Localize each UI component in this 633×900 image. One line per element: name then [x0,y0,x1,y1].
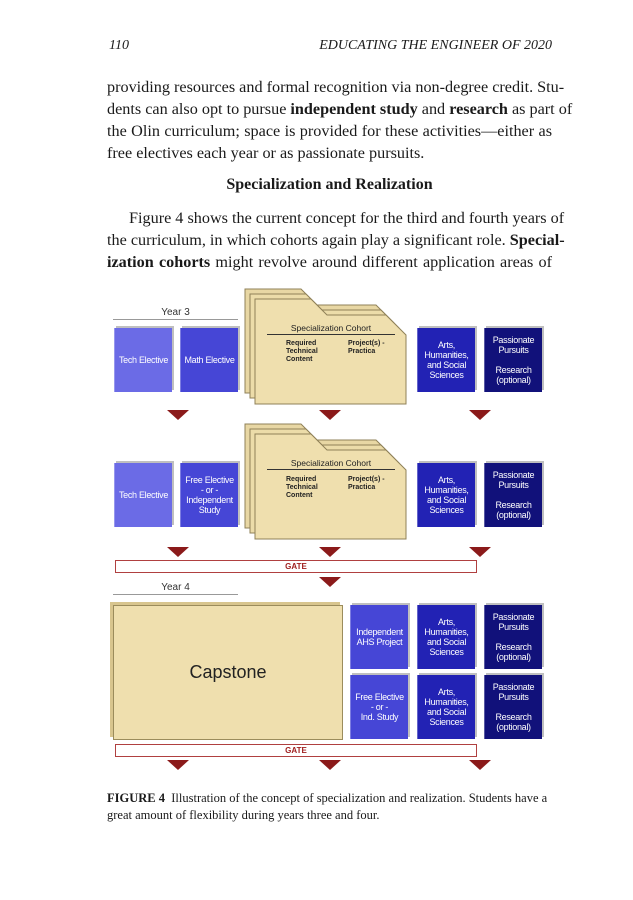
text-run: providing resources and formal recogniti… [107,78,565,96]
down-arrow-icon [469,547,491,557]
text-line: ization cohorts might revolve around dif… [107,251,552,273]
down-arrow-icon [469,760,491,770]
cohort-title: Specialization Cohort [267,323,395,335]
text-line: dents can also opt to pursue independent… [107,98,572,120]
bold-term: research [449,100,508,118]
down-arrow-icon [319,547,341,557]
arts-humanities-box: Arts, Humanities, and Social Sciences [417,463,475,527]
tech-elective-box: Tech Elective [114,328,172,392]
text-line: the Olin curriculum; space is provided f… [107,120,552,142]
passionate-pursuits-box: Passionate Pursuits Research (optional) [484,463,542,527]
down-arrow-icon [319,577,341,587]
capstone-box: Capstone [113,605,343,740]
passionate-pursuits-box: Passionate Pursuits Research (optional) [484,328,542,392]
arts-humanities-box: Arts, Humanities, and Social Sciences [417,675,475,739]
free-elective-box: Free Elective - or - Independent Study [180,463,238,527]
text-run: the Olin curriculum; space is provided f… [107,122,552,140]
text-run: might revolve around different applicati… [210,253,552,271]
cohort-folder-icon [244,423,407,540]
ahs-project-box: Independent AHS Project [350,605,408,669]
down-arrow-icon [469,410,491,420]
page-number: 110 [109,38,129,53]
text-line: providing resources and formal recogniti… [107,76,564,98]
bold-term: Special- [509,231,565,249]
gate-bar: GATE [115,744,477,757]
caption-text: Illustration of the concept of specializ… [165,791,548,805]
section-heading: Specialization and Realization [226,176,433,193]
text-line: free electives each year or as passionat… [107,142,552,164]
running-title: EDUCATING THE ENGINEER OF 2020 [319,38,552,53]
figure-label: FIGURE 4 [107,791,165,805]
text-line: the curriculum, in which cohorts again p… [107,229,565,251]
text-run: as part of [507,100,573,118]
figure-caption-line1: FIGURE 4 Illustration of the concept of … [107,790,552,807]
year3-label: Year 3 [113,307,238,320]
passionate-pursuits-box: Passionate Pursuits Research (optional) [484,675,542,739]
cohort-title: Specialization Cohort [267,458,395,470]
figure-caption-line2: great amount of flexibility during years… [107,808,380,822]
math-elective-box: Math Elective [180,328,238,392]
gate-bar: GATE [115,560,477,573]
bold-term: ization cohorts [107,253,211,271]
text-run: and [417,100,450,118]
text-run: free electives each year or as passionat… [107,144,425,162]
text-run: dents can also opt to pursue [107,100,291,118]
required-content: Required Technical Content [286,476,318,499]
text-run: the curriculum, in which cohorts again p… [107,231,510,249]
tech-elective-box: Tech Elective [114,463,172,527]
down-arrow-icon [319,410,341,420]
cohort-folder-icon [244,288,407,405]
required-content: Required Technical Content [286,340,318,363]
text-line: Figure 4 shows the current concept for t… [129,207,564,229]
text-run: Figure 4 shows the current concept for t… [129,209,565,227]
year4-label: Year 4 [113,582,238,595]
down-arrow-icon [319,760,341,770]
down-arrow-icon [167,410,189,420]
down-arrow-icon [167,760,189,770]
bold-term: independent study [290,100,418,118]
down-arrow-icon [167,547,189,557]
arts-humanities-box: Arts, Humanities, and Social Sciences [417,328,475,392]
projects-practica: Project(s) - Practica [348,340,385,355]
passionate-pursuits-box: Passionate Pursuits Research (optional) [484,605,542,669]
free-elective-box: Free Elective - or - Ind. Study [350,675,408,739]
projects-practica: Project(s) - Practica [348,476,385,491]
arts-humanities-box: Arts, Humanities, and Social Sciences [417,605,475,669]
